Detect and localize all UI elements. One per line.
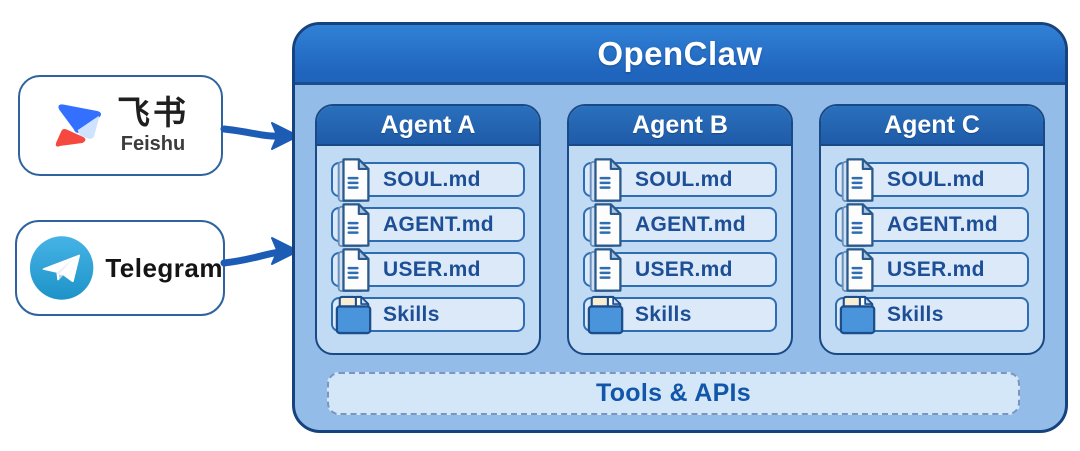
agent-c-header: Agent C xyxy=(821,106,1043,146)
skills-folder-item: Skills xyxy=(331,297,525,332)
file-label: SOUL.md xyxy=(635,167,733,191)
arrow-telegram-to-openclaw-icon xyxy=(220,237,299,267)
document-icon xyxy=(589,202,624,248)
openclaw-container: OpenClaw Agent A SOUL.md AGENT.md xyxy=(292,22,1068,433)
tools-apis-label: Tools & APIs xyxy=(595,379,751,407)
agent-c-title: Agent C xyxy=(884,110,980,139)
telegram-title: Telegram xyxy=(105,252,223,283)
feishu-subtitle: Feishu xyxy=(120,133,186,156)
agent-c-body: SOUL.md AGENT.md USER.md Skills xyxy=(821,146,1043,332)
folder-label: Skills xyxy=(383,302,440,326)
folder-icon xyxy=(587,294,625,336)
file-item-agent: AGENT.md xyxy=(331,207,525,242)
agent-a-title: Agent A xyxy=(380,110,476,139)
file-label: USER.md xyxy=(887,257,985,281)
agent-c-panel: Agent C SOUL.md AGENT.md USER.md xyxy=(819,104,1045,355)
openclaw-header: OpenClaw xyxy=(295,25,1065,85)
file-item-soul: SOUL.md xyxy=(835,162,1029,197)
agent-b-body: SOUL.md AGENT.md USER.md Skills xyxy=(569,146,791,332)
feishu-node: 飞书 Feishu xyxy=(18,75,223,176)
folder-icon xyxy=(839,294,877,336)
file-label: AGENT.md xyxy=(383,212,494,236)
agent-b-panel: Agent B SOUL.md AGENT.md USER.md xyxy=(567,104,793,355)
folder-icon xyxy=(335,294,373,336)
file-item-soul: SOUL.md xyxy=(331,162,525,197)
file-label: SOUL.md xyxy=(383,167,481,191)
document-icon xyxy=(841,247,876,293)
file-label: AGENT.md xyxy=(635,212,746,236)
skills-folder-item: Skills xyxy=(583,297,777,332)
folder-label: Skills xyxy=(635,302,692,326)
file-label: AGENT.md xyxy=(887,212,998,236)
document-icon xyxy=(589,157,624,203)
telegram-logo-icon xyxy=(29,234,94,302)
agent-a-panel: Agent A SOUL.md AGENT.md USER.md xyxy=(315,104,541,355)
document-icon xyxy=(589,247,624,293)
file-item-user: USER.md xyxy=(835,252,1029,287)
file-item-agent: AGENT.md xyxy=(835,207,1029,242)
arrow-feishu-to-openclaw-icon xyxy=(220,122,299,150)
file-item-soul: SOUL.md xyxy=(583,162,777,197)
telegram-node: Telegram xyxy=(15,220,225,316)
skills-folder-item: Skills xyxy=(835,297,1029,332)
document-icon xyxy=(337,157,372,203)
file-item-user: USER.md xyxy=(331,252,525,287)
file-label: USER.md xyxy=(635,257,733,281)
document-icon xyxy=(841,157,876,203)
document-icon xyxy=(337,247,372,293)
folder-label: Skills xyxy=(887,302,944,326)
agent-a-header: Agent A xyxy=(317,106,539,146)
feishu-title: 飞书 xyxy=(117,93,189,131)
openclaw-title: OpenClaw xyxy=(597,34,763,72)
file-item-user: USER.md xyxy=(583,252,777,287)
document-icon xyxy=(841,202,876,248)
document-icon xyxy=(337,202,372,248)
agent-a-body: SOUL.md AGENT.md USER.md Skills xyxy=(317,146,539,332)
agent-b-title: Agent B xyxy=(632,110,728,139)
agents-row: Agent A SOUL.md AGENT.md USER.md xyxy=(295,85,1065,355)
file-label: USER.md xyxy=(383,257,481,281)
feishu-logo-icon xyxy=(52,100,104,152)
agent-b-header: Agent B xyxy=(569,106,791,146)
feishu-labels: 飞书 Feishu xyxy=(117,93,189,156)
file-item-agent: AGENT.md xyxy=(583,207,777,242)
file-label: SOUL.md xyxy=(887,167,985,191)
tools-apis-bar: Tools & APIs xyxy=(327,372,1020,415)
